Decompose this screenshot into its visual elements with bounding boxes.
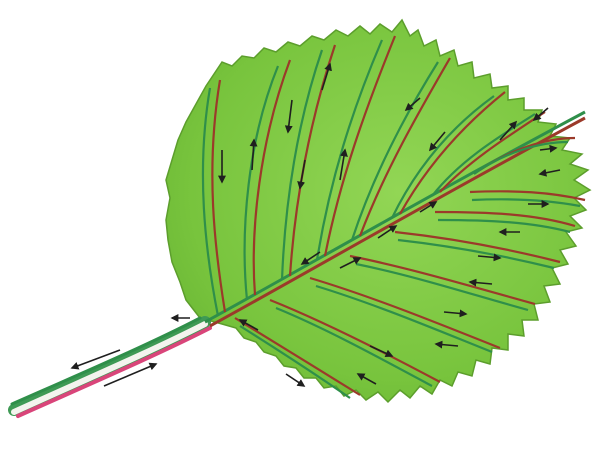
petiole: [12, 318, 210, 416]
